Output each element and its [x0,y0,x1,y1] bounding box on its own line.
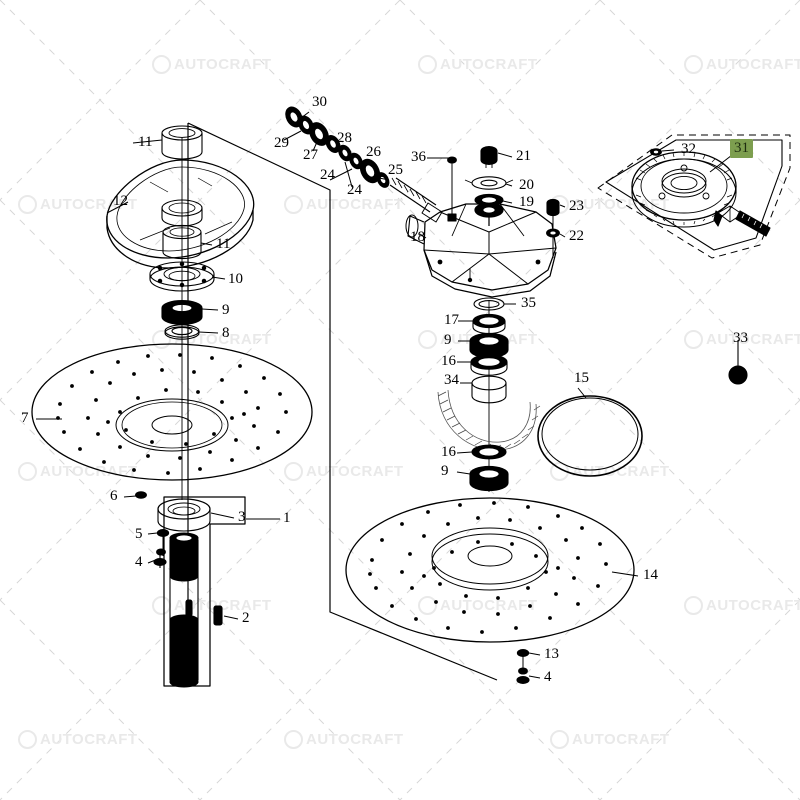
part-spindle-shaft [169,532,199,688]
callout-16-lower[interactable]: 16 [441,444,456,460]
part-31-kit-outline [597,134,791,259]
callout-34[interactable]: 34 [444,372,459,388]
part-31-drive-shaft [713,205,771,237]
callout-9[interactable]: 9 [222,302,230,318]
callout-29[interactable]: 29 [274,135,289,151]
part-6-bolt [135,491,147,499]
part-24-washer-a [338,144,352,162]
callout-4-right[interactable]: 4 [544,669,552,685]
callout-18[interactable]: 18 [410,229,425,245]
part-9-bearing-centre [469,332,509,359]
callout-6[interactable]: 6 [110,488,118,504]
part-21-nut [480,146,498,168]
callout-24-b[interactable]: 24 [320,167,335,183]
callout-10[interactable]: 10 [228,271,243,287]
part-27-bearing [309,122,329,146]
callout-22[interactable]: 22 [569,228,584,244]
part-14-disc [345,497,635,643]
callout-13[interactable]: 13 [544,646,559,662]
part-26-washer [349,152,363,170]
leader-lines [36,111,737,679]
callout-21[interactable]: 21 [516,148,531,164]
part-input-shaft [389,177,443,223]
part-20-washer [464,176,514,190]
part-36-pin [447,156,457,222]
callout-5[interactable]: 5 [135,526,143,542]
callout-4[interactable]: 4 [135,554,143,570]
callout-19[interactable]: 19 [519,194,534,210]
part-7-disc [31,343,313,481]
part-18-gearbox-housing [405,202,557,298]
part-4-nut-left [153,548,167,568]
callout-30[interactable]: 30 [312,94,327,110]
part-22-washer [546,228,560,238]
callout-20[interactable]: 20 [519,177,534,193]
callout-9-lower[interactable]: 9 [441,463,449,479]
callout-17[interactable]: 17 [444,312,459,328]
part-29-washer [298,115,314,135]
callout-32[interactable]: 32 [681,141,696,157]
callout-12[interactable]: 12 [113,193,128,209]
callout-11-lower[interactable]: 11 [216,236,231,252]
callout-28[interactable]: 28 [337,130,352,146]
callout-14[interactable]: 14 [643,567,658,583]
part-9-bearing-lower [469,465,509,492]
callout-3[interactable]: 3 [238,509,246,525]
callout-9-centre[interactable]: 9 [444,332,452,348]
callout-36[interactable]: 36 [411,149,426,165]
part-4-nut-right [516,667,530,684]
part-19-washer [474,193,504,207]
part-1-bracket-frame [163,496,246,687]
callout-11-upper[interactable]: 11 [138,134,153,150]
part-32-bolt [650,148,662,156]
callout-8[interactable]: 8 [222,325,230,341]
callout-33[interactable]: 33 [733,330,748,346]
part-16-ring-upper [470,354,508,376]
callout-27[interactable]: 27 [303,147,318,163]
callout-2[interactable]: 2 [242,610,250,626]
part-15-oring [537,395,643,477]
part-30-washer [285,106,303,128]
assembly-frame-left [187,122,498,686]
callout-16-upper[interactable]: 16 [441,353,456,369]
callout-23[interactable]: 23 [569,198,584,214]
callout-1[interactable]: 1 [283,510,291,526]
part-12-hub-housing [106,159,255,269]
part-32-ring-gear [631,151,737,228]
part-16-ring-lower [471,444,507,460]
part-33-ball [728,340,748,385]
callout-15[interactable]: 15 [574,370,589,386]
part-2-key [213,605,223,626]
callout-25[interactable]: 25 [388,162,403,178]
callout-26[interactable]: 26 [366,144,381,160]
part-28-spacer [325,134,341,154]
callout-31-highlighted[interactable]: 31 [730,139,753,158]
callout-35[interactable]: 35 [521,295,536,311]
part-3-bearing-collar [157,498,211,532]
callout-7[interactable]: 7 [21,410,29,426]
callout-24-a[interactable]: 24 [347,182,362,198]
part-31-kit-solid [605,139,783,251]
